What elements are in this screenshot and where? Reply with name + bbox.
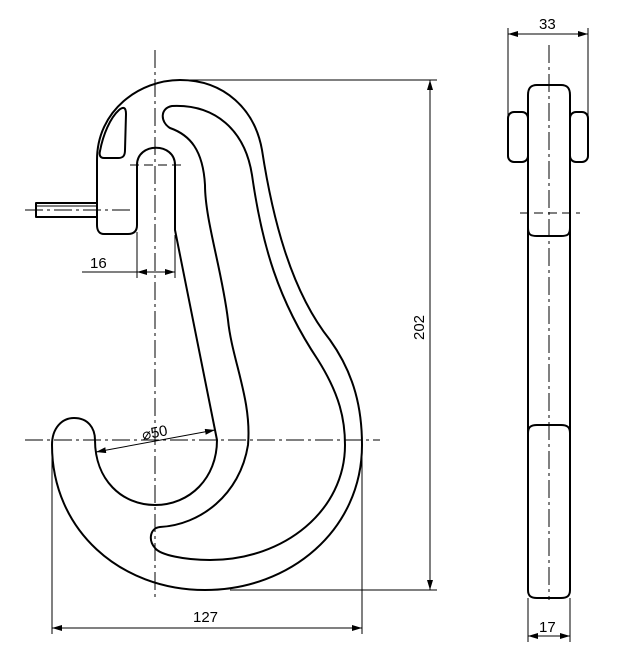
dim-202-label: 202 xyxy=(411,315,428,340)
side-lug-right xyxy=(569,111,589,163)
dim-33-label: 33 xyxy=(539,16,556,33)
dim-line-dia50 xyxy=(95,428,216,454)
dim-dia50-label: ⌀50 xyxy=(141,422,169,444)
side-break-bottom xyxy=(527,424,571,434)
dim-127-label: 127 xyxy=(193,609,218,626)
dim-17-label: 17 xyxy=(539,619,556,636)
latch-window xyxy=(98,106,127,159)
dim-16-label: 16 xyxy=(90,255,107,272)
side-view-body xyxy=(527,84,571,599)
hook-outline xyxy=(51,79,363,591)
side-break-top xyxy=(527,227,571,237)
inner-cutout xyxy=(149,104,346,561)
side-lug-left xyxy=(507,111,529,163)
pin xyxy=(35,202,98,218)
